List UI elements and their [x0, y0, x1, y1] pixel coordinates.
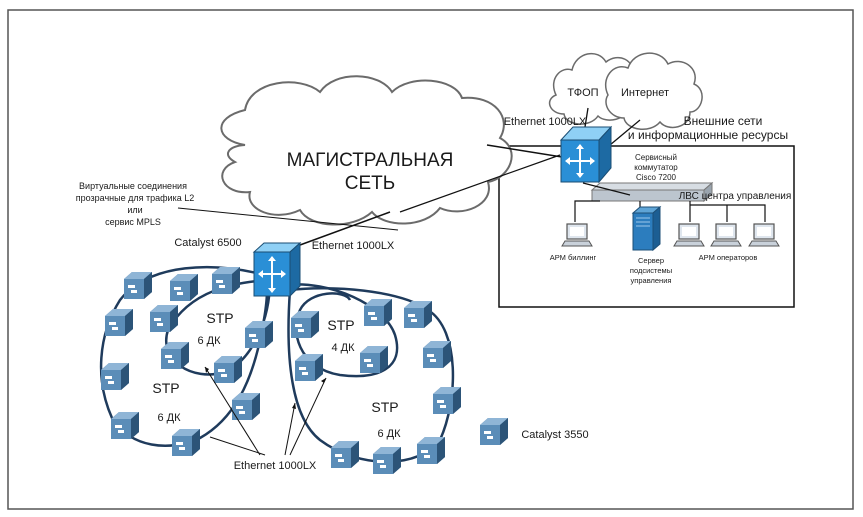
link-backbone-service	[486, 144, 563, 158]
access-switches	[101, 267, 508, 474]
backbone-cloud	[220, 75, 513, 226]
backbone-label-line1: МАГИСТРАЛЬНАЯ	[287, 150, 454, 171]
service-switch-icon	[559, 125, 613, 184]
access-switch-icon	[150, 305, 178, 332]
server-label-line3: управления	[631, 276, 672, 285]
server-label-line2: подсистемы	[630, 266, 672, 275]
catalyst3550-label: Catalyst 3550	[521, 429, 588, 441]
operator-workstation-icon	[748, 223, 780, 247]
backbone-label-line2: СЕТЬ	[345, 173, 395, 194]
management-server-icon	[631, 205, 662, 252]
arm-operators-label: АРМ операторов	[699, 253, 758, 262]
access-switch-icon	[423, 341, 451, 368]
access-switch-icon	[373, 447, 401, 474]
virtual-label-line2: прозрачные для трафика L2	[76, 193, 194, 203]
access-switch-icon	[331, 441, 359, 468]
access-switch-icon	[404, 301, 432, 328]
internet-cloud	[605, 52, 703, 130]
stp-mid-label: STP	[327, 317, 354, 333]
service-label-line3: Cisco 7200	[636, 173, 677, 182]
virtual-pointer	[177, 207, 399, 231]
eth-bottom-label: Ethernet 1000LX	[234, 460, 317, 472]
access-switch-icon	[364, 299, 392, 326]
outer-frame	[7, 9, 854, 510]
dk-left-inner-label: 6 ДК	[197, 335, 221, 347]
pstn-label: ТФОП	[567, 87, 598, 99]
external-networks-box	[498, 145, 795, 308]
access-switch-icon	[360, 346, 388, 373]
access-switch-icon	[101, 363, 129, 390]
stp-left-outer-label: STP	[152, 380, 179, 396]
service-label-line1: Сервисный	[635, 153, 677, 162]
access-switch-icon	[295, 354, 323, 381]
lan-link-operators	[689, 201, 766, 222]
server-label-line1: Сервер	[638, 256, 664, 265]
eth-mid-label: Ethernet 1000LX	[312, 240, 395, 252]
access-switch-icon	[214, 356, 242, 383]
external-label-line2: и информационные ресурсы	[628, 128, 788, 142]
lan-label: ЛВС центра управления	[679, 191, 792, 202]
catalyst3550-legend-icon	[480, 418, 508, 445]
access-switch-icon	[232, 393, 260, 420]
access-switch-icon	[172, 429, 200, 456]
link-internet	[609, 119, 641, 146]
access-switch-icon	[161, 342, 189, 369]
access-switch-icon	[124, 272, 152, 299]
stp-left-inner-label: STP	[206, 310, 233, 326]
catalyst6500-label: Catalyst 6500	[174, 237, 241, 249]
operator-workstation-icon	[673, 223, 705, 247]
arm-billing-label: АРМ биллинг	[550, 253, 597, 262]
access-switch-icon	[245, 321, 273, 348]
dk-mid-label: 4 ДК	[331, 342, 355, 354]
virtual-label-line4: сервис MPLS	[105, 217, 161, 227]
service-label-line2: коммутатор	[634, 163, 678, 172]
link-core-backbone	[299, 211, 391, 246]
link-virtual-connection	[399, 154, 561, 213]
virtual-label-line3: или	[127, 205, 142, 215]
virtual-label-line1: Виртуальные соединения	[79, 181, 187, 191]
access-switch-icon	[291, 311, 319, 338]
dk-left-outer-label: 6 ДК	[157, 412, 181, 424]
access-switch-icon	[212, 267, 240, 294]
operator-workstation-icon	[710, 223, 742, 247]
internet-label: Интернет	[621, 87, 669, 99]
access-switch-icon	[105, 309, 133, 336]
core-switch-icon	[252, 241, 302, 298]
external-label-line1: Внешние сети	[684, 114, 763, 128]
link-pstn	[584, 107, 589, 128]
stp-right-label: STP	[371, 399, 398, 415]
eth-bottom-pointers	[204, 366, 327, 456]
lan-hub-icon	[590, 181, 714, 203]
dk-right-label: 6 ДК	[377, 428, 401, 440]
access-switch-icon	[170, 274, 198, 301]
access-switch-icon	[433, 387, 461, 414]
link-service-lan	[582, 182, 631, 196]
access-switch-icon	[111, 412, 139, 439]
access-switch-icon	[417, 437, 445, 464]
eth-top-label: Ethernet 1000LX	[504, 116, 587, 128]
billing-workstation-icon	[561, 223, 593, 247]
lan-link-billing	[574, 200, 600, 222]
